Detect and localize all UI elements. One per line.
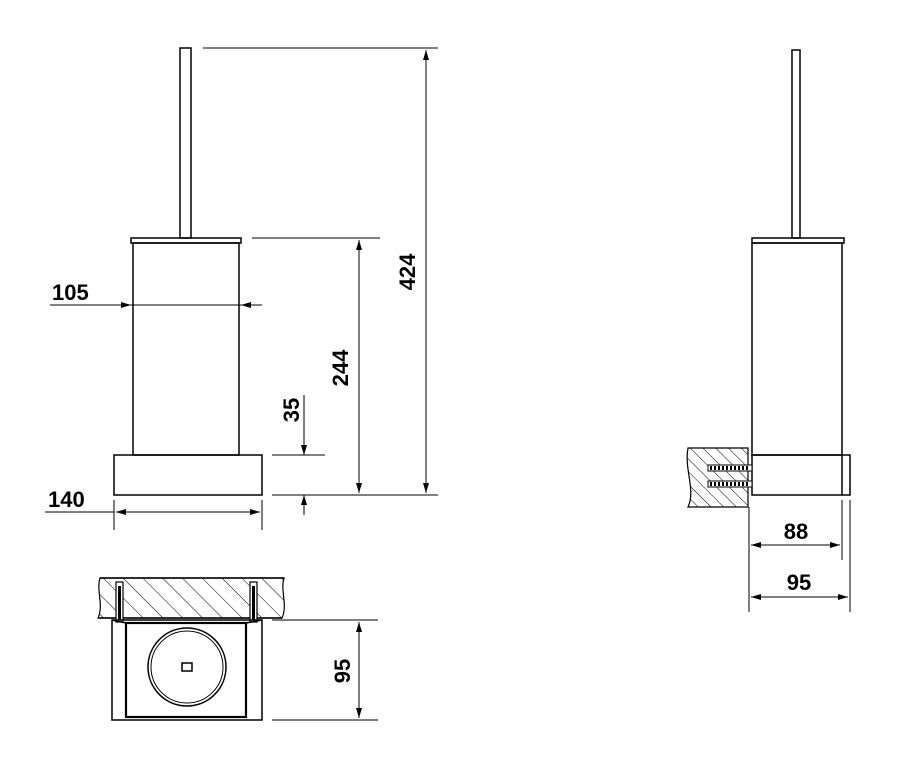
side-view: 88 95 xyxy=(686,49,851,612)
brush-handle xyxy=(179,47,192,239)
container-body xyxy=(132,242,240,456)
base-plate-top xyxy=(111,619,263,721)
dim-label-95-top: 95 xyxy=(330,659,355,683)
dim-label-105: 105 xyxy=(52,280,89,305)
dim-label-244: 244 xyxy=(328,349,353,386)
dim-label-88: 88 xyxy=(784,519,808,544)
container-base-side xyxy=(751,454,851,496)
dim-label-95-side: 95 xyxy=(787,570,811,595)
container-top-circle xyxy=(147,627,227,707)
lid-knob xyxy=(181,662,193,672)
dim-label-35: 35 xyxy=(279,398,304,422)
dim-label-140: 140 xyxy=(48,487,85,512)
container-base xyxy=(113,454,263,496)
dim-label-424: 424 xyxy=(395,253,420,290)
container-body-side xyxy=(751,242,843,456)
top-view: 95 xyxy=(97,577,378,721)
brush-handle-side xyxy=(791,49,801,239)
wall-section-side xyxy=(686,447,749,508)
front-view: 424 244 35 105 140 xyxy=(45,47,438,530)
